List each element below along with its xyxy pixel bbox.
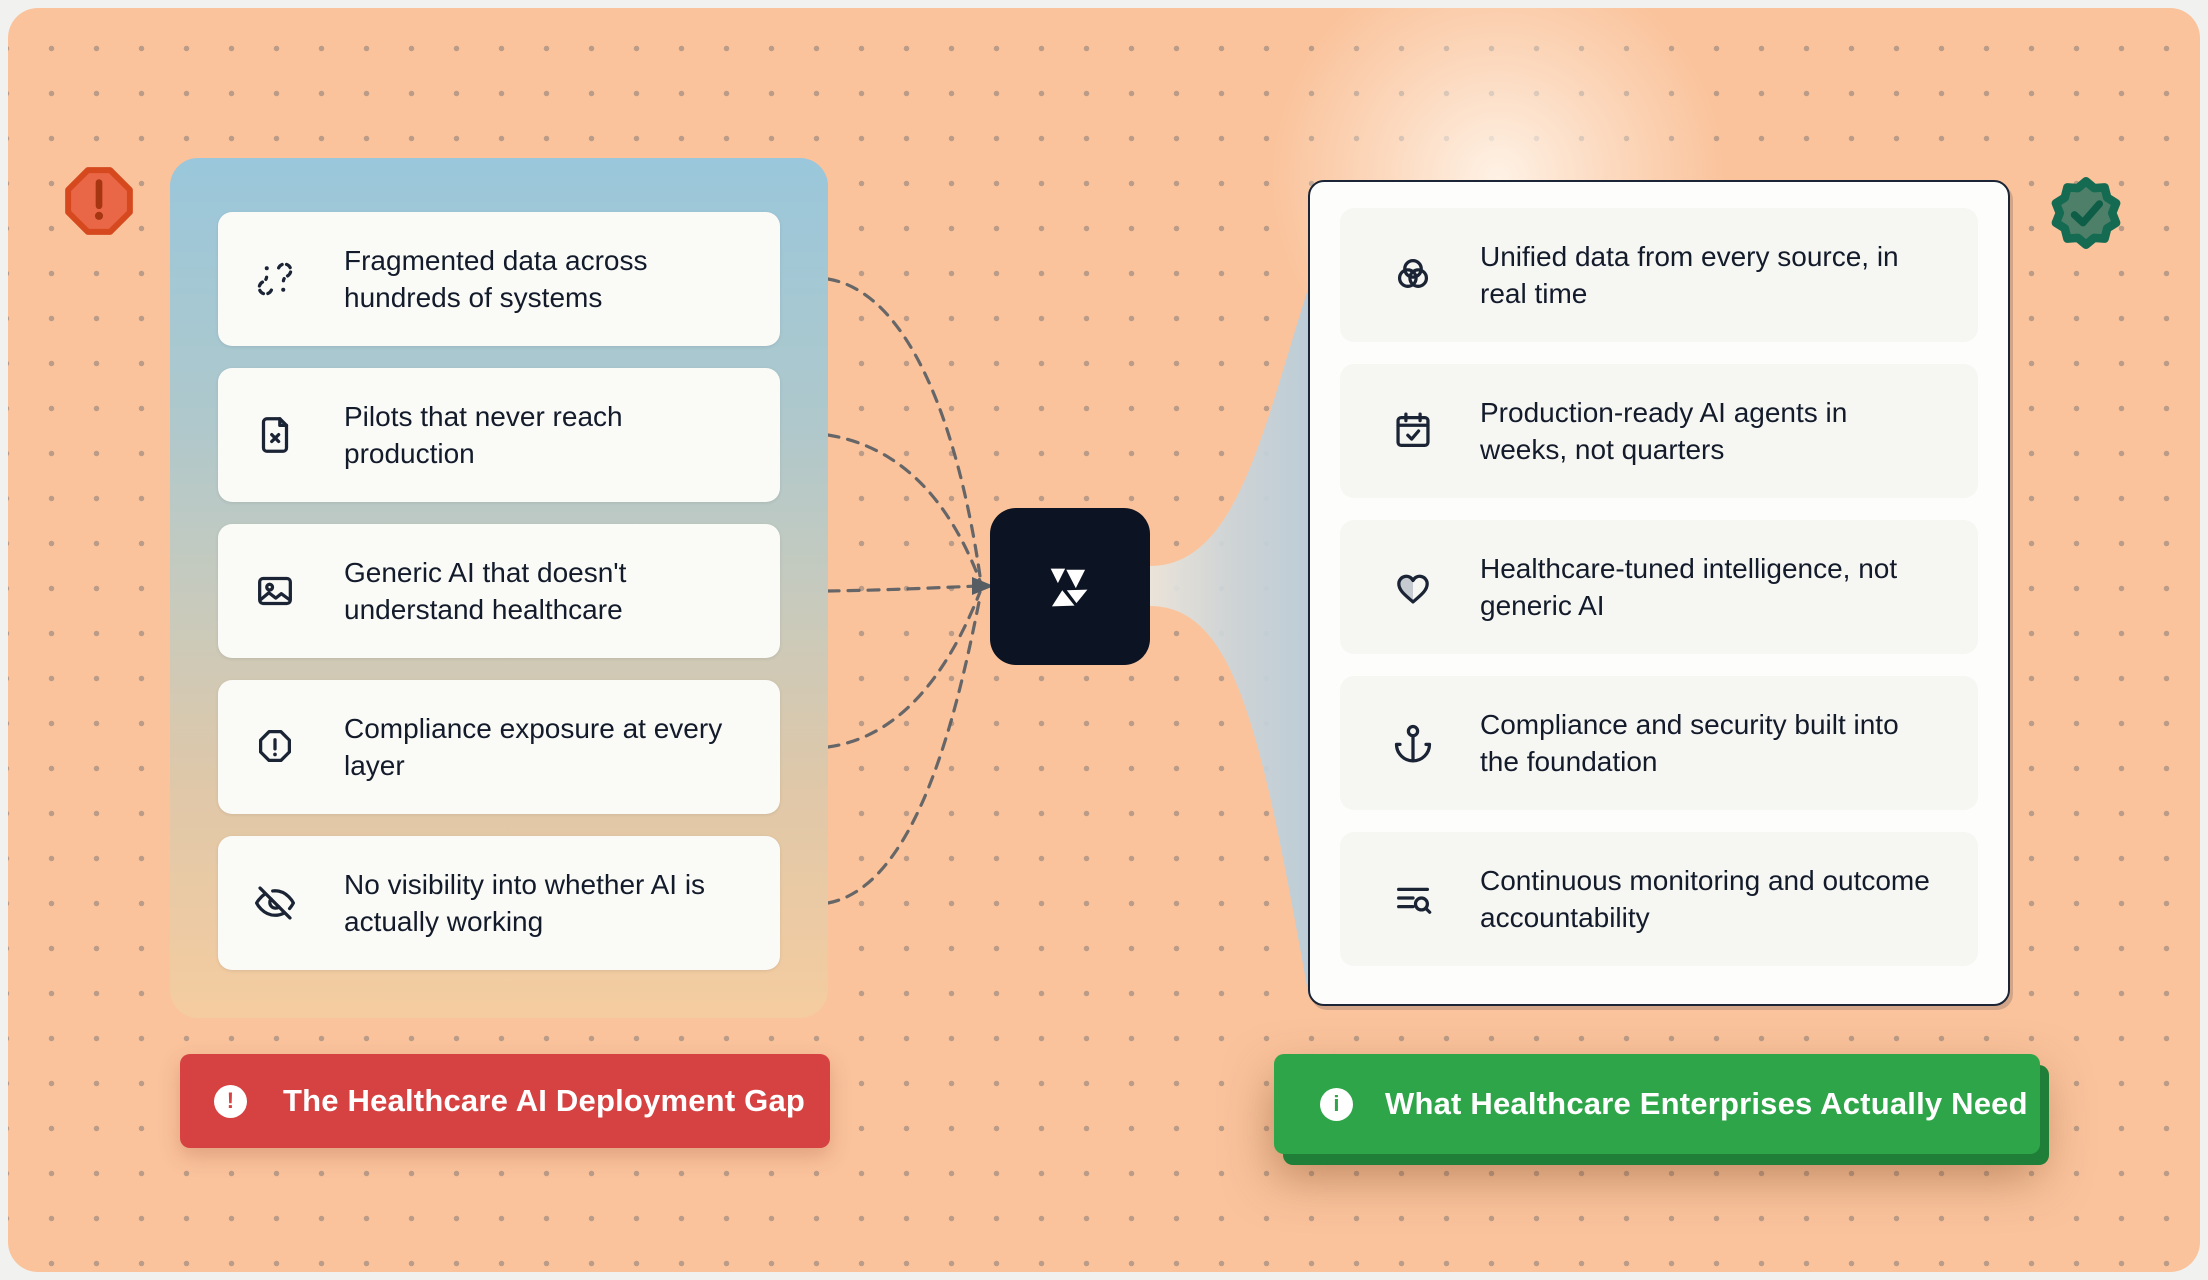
problems-panel: Fragmented data across hundreds of syste… [170, 158, 828, 1018]
problem-card: Generic AI that doesn't understand healt… [218, 524, 780, 658]
solution-card: Unified data from every source, in real … [1340, 208, 1978, 342]
list-search-icon [1396, 887, 1432, 914]
solutions-panel: Unified data from every source, in real … [1308, 180, 2010, 1006]
generic-image-icon [258, 576, 292, 606]
problem-card-text: No visibility into whether AI is actuall… [344, 869, 706, 937]
infographic-canvas: Fragmented data across hundreds of syste… [8, 8, 2200, 1272]
calendar-check-icon [1396, 412, 1430, 448]
solutions-banner-label: What Healthcare Enterprises Actually Nee… [1385, 1086, 2028, 1121]
problem-card-text: Generic AI that doesn't understand healt… [344, 557, 627, 625]
solution-card-text: Production-ready AI agents in weeks, not… [1480, 397, 1848, 465]
info-circle-icon: i [1320, 1087, 1353, 1121]
octagon-alert-icon [258, 730, 292, 763]
alert-circle-icon: ! [214, 1084, 247, 1118]
solution-card-text: Continuous monitoring and outcome accoun… [1480, 865, 1930, 933]
problem-card: Fragmented data across hundreds of syste… [218, 212, 780, 346]
problem-card-text: Pilots that never reach production [344, 401, 623, 469]
venn-diagram-icon [1397, 258, 1429, 288]
verified-seal-icon [2051, 177, 2121, 249]
problem-card: Pilots that never reach production [218, 368, 780, 502]
problem-card-text: Compliance exposure at every layer [344, 713, 723, 781]
problems-banner-label: The Healthcare AI Deployment Gap [283, 1083, 806, 1118]
logo-box [990, 508, 1150, 665]
problems-banner: ! The Healthcare AI Deployment Gap [180, 1054, 830, 1148]
solution-card-text: Unified data from every source, in real … [1480, 241, 1899, 309]
problem-card-text: Fragmented data across hundreds of syste… [344, 245, 648, 313]
solution-card: Compliance and security built into the f… [1340, 676, 1978, 810]
solution-card: Continuous monitoring and outcome accoun… [1340, 832, 1978, 966]
file-x-icon [261, 417, 289, 453]
solution-card-text: Compliance and security built into the f… [1480, 709, 1899, 777]
warning-octagon-icon [65, 167, 133, 235]
solution-card-text: Healthcare-tuned intelligence, not gener… [1480, 553, 1898, 621]
heart-icon [1397, 574, 1429, 604]
anchor-icon [1394, 724, 1432, 763]
problem-card: Compliance exposure at every layer [218, 680, 780, 814]
problem-card: No visibility into whether AI is actuall… [218, 836, 780, 970]
solution-card: Production-ready AI agents in weeks, not… [1340, 364, 1978, 498]
fragmented-data-icon [257, 262, 293, 296]
triangle-logo-icon [1050, 568, 1088, 606]
solution-card: Healthcare-tuned intelligence, not gener… [1340, 520, 1978, 654]
eye-off-icon [254, 886, 296, 920]
solutions-banner: i What Healthcare Enterprises Actually N… [1274, 1054, 2040, 1154]
